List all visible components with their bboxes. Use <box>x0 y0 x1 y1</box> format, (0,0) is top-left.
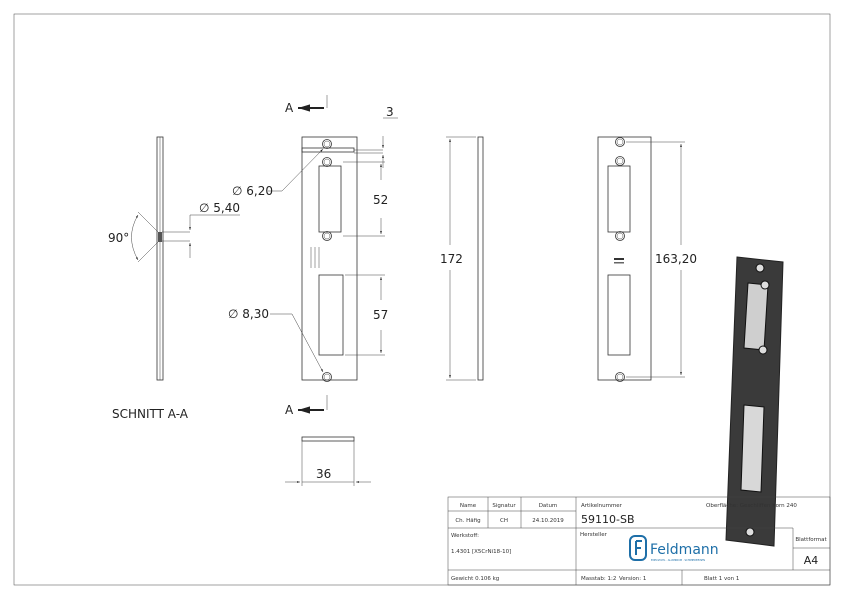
manufacturer-label: Hersteller <box>580 532 608 538</box>
article-number: 59110-SB <box>581 513 635 526</box>
dim-hole-spacing: 163,20 <box>655 252 697 266</box>
dim-lower-slot: 57 <box>373 308 388 322</box>
sheet-border <box>13 13 831 586</box>
material-label: Werkstoff: <box>451 533 479 539</box>
title-block: Name Signatur Datum Ch. Häfig CH 24.10.2… <box>447 496 831 586</box>
drawing-date: 24.10.2019 <box>532 518 564 524</box>
author-name: Ch. Häfig <box>455 518 480 524</box>
weight: Gewicht 0.106 kg <box>451 576 499 582</box>
svg-text:A: A <box>285 101 294 115</box>
section-marker-bottom: A <box>285 395 328 417</box>
format-label: Blattformat <box>795 537 827 543</box>
dim-top-hole: ∅ 6,20 <box>232 184 273 198</box>
section-view: ∅ 5,40 90° SCHNITT A-A <box>108 136 240 421</box>
isometric-part-render <box>725 256 784 547</box>
bottom-view: 36 <box>285 436 371 486</box>
surface-finish: Oberfläche: Geschliffen Korn 240 <box>706 503 797 509</box>
version: Version: 1 <box>619 576 646 582</box>
top-view: 3 <box>301 105 398 168</box>
sheet-number: Blatt 1 von 1 <box>704 576 739 582</box>
logo-tagline: EDELSTAHL · ALUMINIUM · SCHMIEDEEISEN <box>651 558 705 562</box>
dim-upper-slot: 52 <box>373 193 388 207</box>
dim-length: 172 <box>440 252 463 266</box>
material: 1.4301 [X5CrNi18-10] <box>451 549 511 555</box>
section-marker-top: A <box>285 95 328 115</box>
dim-countersink-diameter: ∅ 5,40 <box>199 201 240 215</box>
date-header: Datum <box>539 503 558 509</box>
section-label: SCHNITT A-A <box>112 407 189 421</box>
sheet-format: A4 <box>804 554 819 567</box>
scale: Masstab: 1:2 <box>581 576 616 582</box>
dim-thickness: 3 <box>386 105 394 119</box>
logo-text: Feldmann <box>650 542 719 558</box>
side-view: 172 <box>440 136 484 381</box>
svg-text:A: A <box>285 403 294 417</box>
dim-width: 36 <box>316 467 331 481</box>
feldmann-logo: Feldmann EDELSTAHL · ALUMINIUM · SCHMIED… <box>629 535 719 562</box>
article-label: Artikelnummer <box>581 503 623 509</box>
author-signature: CH <box>500 518 508 524</box>
dim-angle: 90° <box>108 231 129 245</box>
front-view: 52 57 ∅ 6,20 ∅ 8,30 <box>228 136 388 382</box>
signature-header: Signatur <box>492 503 516 509</box>
rear-view: 163,20 <box>597 136 697 382</box>
name-header: Name <box>460 503 477 509</box>
dim-bottom-hole: ∅ 8,30 <box>228 307 269 321</box>
